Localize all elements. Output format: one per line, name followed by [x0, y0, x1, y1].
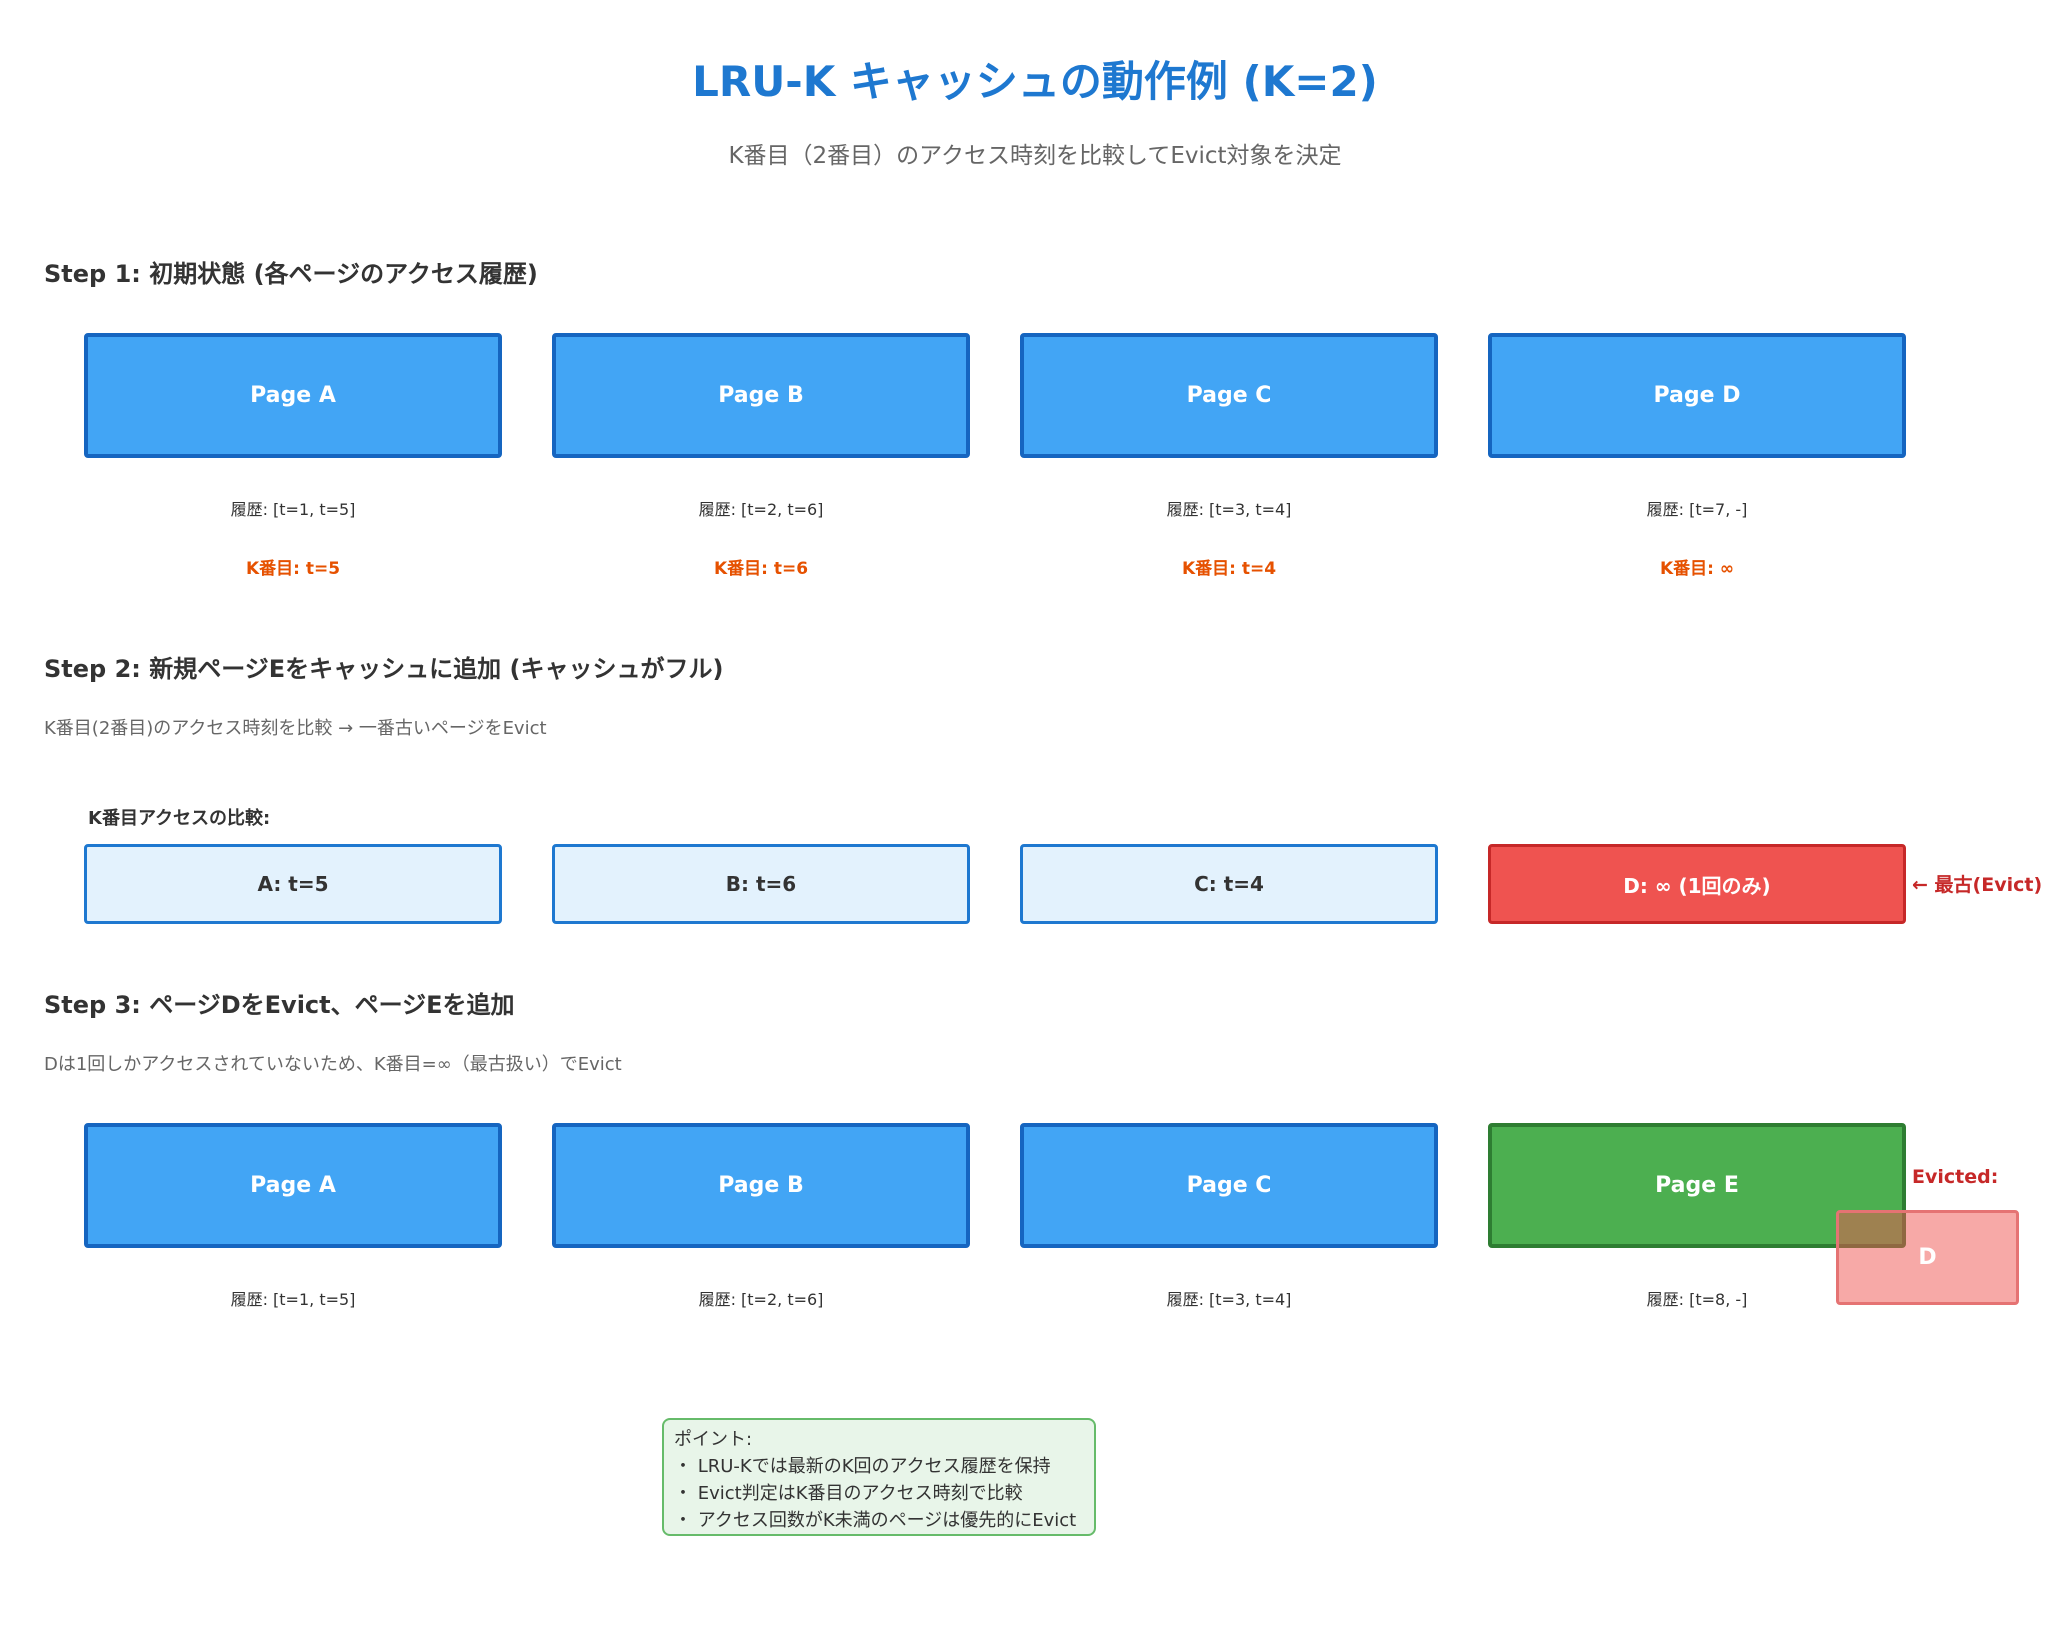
compare-box-c: C: t=4	[1020, 844, 1438, 924]
step1-kth-d: K番目: ∞	[1659, 559, 1735, 579]
step1-history-d: 履歴: [t=7, -]	[1646, 500, 1748, 519]
diagram-title: LRU-K キャッシュの動作例 (K=2)	[692, 57, 1378, 106]
step3-heading: Step 3: ページDをEvict、ページEを追加	[44, 991, 515, 1019]
step3-history-c: 履歴: [t=3, t=4]	[1166, 1290, 1292, 1309]
step3-page-a: Page A	[84, 1123, 502, 1248]
step1-kth-b: K番目: t=6	[713, 559, 809, 579]
step1-page-d: Page D	[1488, 333, 1906, 458]
compare-box-d-evict: D: ∞ (1回のみ)	[1488, 844, 1906, 924]
compare-box-a: A: t=5	[84, 844, 502, 924]
step1-history-b: 履歴: [t=2, t=6]	[698, 500, 824, 519]
points-note: ポイント: ・ LRU-Kでは最新のK回のアクセス履歴を保持 ・ Evict判定…	[662, 1418, 1096, 1536]
points-item: ・ Evict判定はK番目のアクセス時刻で比較	[674, 1483, 1023, 1504]
evicted-page-d: D	[1836, 1210, 2019, 1305]
step3-history-a: 履歴: [t=1, t=5]	[230, 1290, 356, 1309]
step1-history-a: 履歴: [t=1, t=5]	[230, 500, 356, 519]
oldest-evict-label: ← 最古(Evict)	[1912, 874, 2043, 896]
step2-heading: Step 2: 新規ページEをキャッシュに追加 (キャッシュがフル)	[44, 655, 724, 683]
points-item: ・ LRU-Kでは最新のK回のアクセス履歴を保持	[674, 1456, 1051, 1477]
points-item: ・ アクセス回数がK未満のページは優先的にEvict	[674, 1510, 1077, 1531]
step1-page-a: Page A	[84, 333, 502, 458]
step3-page-b: Page B	[552, 1123, 970, 1248]
points-title: ポイント:	[674, 1429, 753, 1450]
step1-history-c: 履歴: [t=3, t=4]	[1166, 500, 1292, 519]
step2-description: K番目(2番目)のアクセス時刻を比較 → 一番古いページをEvict	[44, 718, 547, 739]
compare-box-b: B: t=6	[552, 844, 970, 924]
step3-description: Dは1回しかアクセスされていないため、K番目=∞（最古扱い）でEvict	[44, 1054, 622, 1075]
diagram-subtitle: K番目（2番目）のアクセス時刻を比較してEvict対象を決定	[728, 143, 1342, 169]
step1-kth-c: K番目: t=4	[1181, 559, 1277, 579]
evicted-label: Evicted:	[1912, 1166, 1999, 1188]
step1-kth-a: K番目: t=5	[245, 559, 341, 579]
compare-label: K番目アクセスの比較:	[88, 808, 271, 829]
step3-history-e: 履歴: [t=8, -]	[1646, 1290, 1748, 1309]
step3-history-b: 履歴: [t=2, t=6]	[698, 1290, 824, 1309]
step3-page-c: Page C	[1020, 1123, 1438, 1248]
step1-page-b: Page B	[552, 333, 970, 458]
step3-page-e-new: Page E	[1488, 1123, 1906, 1248]
step1-heading: Step 1: 初期状態 (各ページのアクセス履歴)	[44, 260, 538, 288]
step1-page-c: Page C	[1020, 333, 1438, 458]
